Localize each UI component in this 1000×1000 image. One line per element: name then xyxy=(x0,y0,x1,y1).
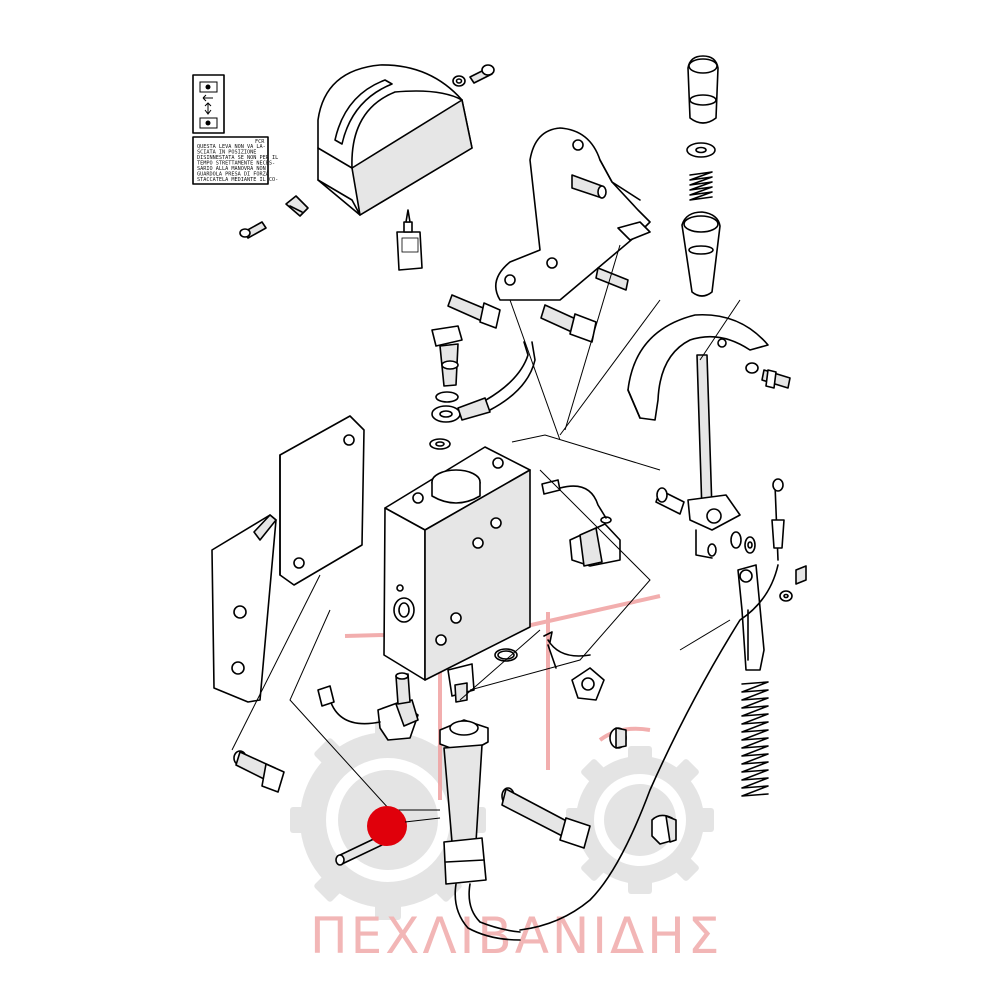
warning-line-2: SCIATA IN POSIZIONE xyxy=(197,150,256,156)
valve-block xyxy=(383,446,531,681)
warning-line-3: DISINNESTATA SE NON PER IL xyxy=(197,155,278,161)
plate-bolt xyxy=(233,750,285,793)
return-spring xyxy=(741,681,769,797)
sector-bolt xyxy=(745,362,791,389)
rotation-arrow-icon xyxy=(543,631,591,669)
valve-plug-bottom xyxy=(447,663,475,703)
retaining-clip xyxy=(285,195,309,217)
cable-clamp xyxy=(651,814,677,845)
watermark-brand-text: ΠΕΧΛΙΒΑΝΙΔΗΣ xyxy=(310,907,722,965)
leader-lines xyxy=(231,244,741,811)
warning-line-6: GUARDOLA PRESA DI FORZA xyxy=(197,172,270,178)
selector-cap xyxy=(571,667,605,701)
knob-spring xyxy=(689,171,713,201)
hydraulic-pipe-top xyxy=(485,341,536,411)
knob-sleeve xyxy=(681,211,721,297)
control-cable xyxy=(519,478,785,931)
lever-cover xyxy=(317,64,473,216)
sealing-washer-top xyxy=(435,391,459,403)
highlight-leader xyxy=(404,817,441,823)
sealing-washer-bottom xyxy=(429,438,451,450)
mounting-plate xyxy=(211,514,277,703)
o-ring xyxy=(494,648,518,662)
bracket-bolt-1 xyxy=(447,294,501,329)
banjo-bolt xyxy=(431,325,463,387)
warning-decal-corner-mark: FCR xyxy=(255,139,265,145)
highlight-marker xyxy=(367,806,407,846)
hydraulic-pipe-bottom xyxy=(454,883,521,941)
pipe-adapter xyxy=(439,719,489,885)
watermark-gear-right-icon xyxy=(566,746,714,894)
warning-line-7: STACCATELA MEDIANTE IL CO- xyxy=(197,177,278,183)
gasket-plate xyxy=(279,415,365,586)
small-screw-left xyxy=(239,221,267,239)
pivot-washers xyxy=(707,531,756,557)
lever-knob xyxy=(687,55,719,124)
long-bolt xyxy=(501,787,591,849)
blanking-plug xyxy=(609,727,627,749)
solenoid-valve-upper xyxy=(541,479,621,567)
cover-screw xyxy=(452,64,495,87)
lower-lever xyxy=(737,564,765,671)
arrow-decal xyxy=(192,74,225,134)
sector-guide xyxy=(627,313,769,421)
pivot-bushing xyxy=(655,487,685,515)
warning-line-4: TEMPO STRETTAMENTE NECES- xyxy=(197,161,275,167)
lever-rod xyxy=(687,354,741,559)
cable-clips xyxy=(779,565,807,602)
warning-line-5: SARIO ALLA MANOVRA NON xyxy=(197,166,266,172)
banjo-fitting xyxy=(431,397,491,423)
solenoid-valve-lower xyxy=(317,672,419,741)
threadlock-bottle xyxy=(396,209,423,271)
bracket-bolt-2 xyxy=(540,304,597,343)
knob-washer xyxy=(686,142,716,158)
lever-bracket xyxy=(494,127,651,301)
warning-decal: FCR QUESTA LEVA NON VA LA- SCIATA IN POS… xyxy=(192,136,278,185)
warning-line-1: QUESTA LEVA NON VA LA- xyxy=(197,144,266,150)
